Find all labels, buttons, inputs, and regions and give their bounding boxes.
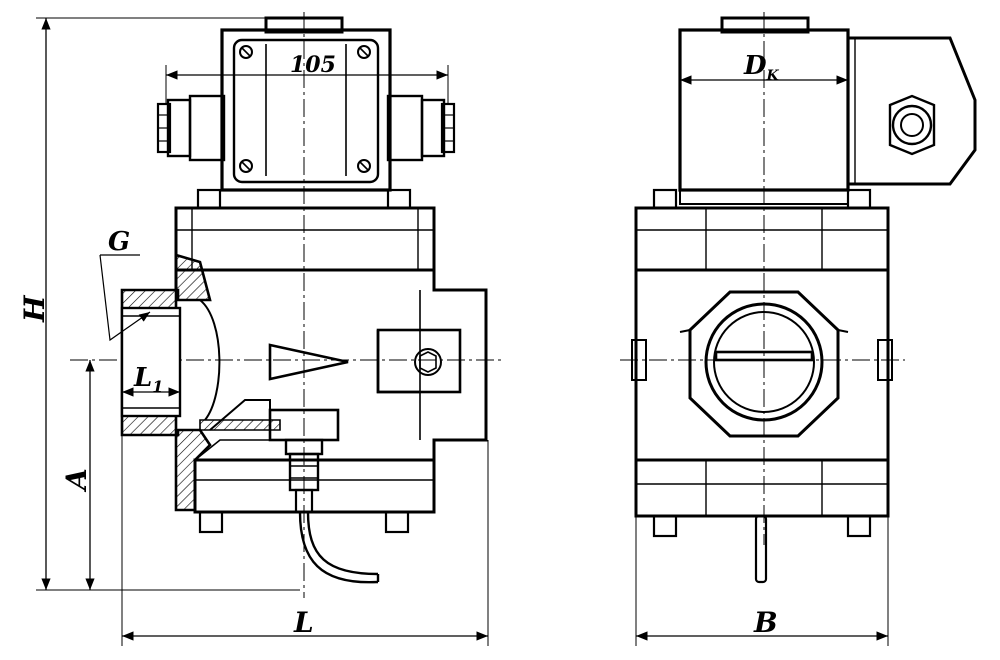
- side-port: [679, 290, 849, 438]
- bottom-flange: [193, 458, 436, 534]
- dimension-b-label: B: [753, 606, 778, 639]
- side-view: [620, 12, 977, 584]
- dimension-a-label: A: [60, 468, 93, 493]
- front-view: [70, 12, 505, 598]
- dimension-105-label: 105: [290, 52, 336, 78]
- side-cable-gland: [888, 94, 936, 156]
- dimension-l1-label: L1: [133, 363, 163, 396]
- dimension-dk-label: DK: [743, 51, 780, 84]
- side-solenoid-head: [678, 16, 977, 205]
- screw-heads: [239, 45, 371, 173]
- side-body: [631, 206, 893, 518]
- sensor-fitting: [268, 408, 380, 584]
- dimension-l-label: L: [293, 606, 314, 639]
- dimension-g-label: G: [108, 227, 130, 257]
- right-cable-gland: [386, 94, 456, 162]
- left-cable-gland: [156, 94, 226, 162]
- front-solenoid-head: [156, 16, 456, 192]
- top-flange: [174, 206, 436, 272]
- dimensions: 105 DK H A G L1 L B: [18, 17, 889, 646]
- flow-direction-arrow: [268, 343, 349, 381]
- dimension-h-label: H: [18, 294, 51, 323]
